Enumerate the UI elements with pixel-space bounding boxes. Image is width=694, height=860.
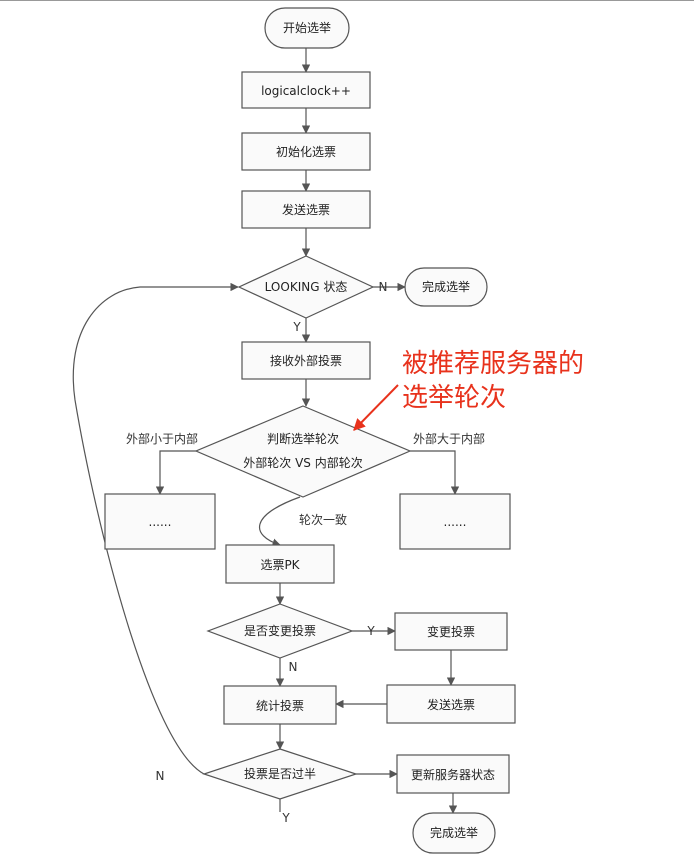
process-shape bbox=[241, 341, 371, 380]
node-receive-vote: 接收外部投票 bbox=[241, 341, 371, 380]
terminal-shape bbox=[404, 267, 488, 307]
node-send-vote-2-label: 发送选票 bbox=[427, 697, 475, 712]
process-shape bbox=[396, 754, 510, 794]
label-looking-yes: Y bbox=[292, 320, 301, 334]
process-shape bbox=[399, 493, 511, 550]
node-send-vote-label: 发送选票 bbox=[282, 202, 330, 217]
edge-judge-right bbox=[410, 450, 460, 495]
annotation: 被推荐服务器的 选举轮次 bbox=[353, 349, 584, 431]
label-external-greater: 外部大于内部 bbox=[413, 431, 485, 446]
node-right-box: ...... bbox=[399, 493, 511, 550]
node-update-state: 更新服务器状态 bbox=[396, 754, 510, 794]
node-done-top: 完成选举 bbox=[404, 267, 488, 307]
node-vote-pk-label: 选票PK bbox=[260, 558, 300, 572]
process-shape bbox=[225, 544, 335, 584]
node-change-q-label: 是否变更投票 bbox=[244, 623, 316, 638]
node-judge-line2: 外部轮次 VS 内部轮次 bbox=[243, 455, 362, 470]
node-looking-label: LOOKING 状态 bbox=[265, 280, 348, 294]
node-half-q-label: 投票是否过半 bbox=[244, 766, 316, 781]
process-shape bbox=[386, 684, 516, 724]
process-shape bbox=[241, 190, 371, 229]
decision-shape bbox=[202, 748, 358, 800]
node-count-vote-label: 统计投票 bbox=[256, 698, 304, 713]
connectors bbox=[72, 48, 460, 814]
node-right-box-label: ...... bbox=[444, 515, 467, 529]
node-left-box-label: ...... bbox=[149, 515, 172, 529]
label-round-equal: 轮次一致 bbox=[299, 513, 347, 527]
node-change-decision: 是否变更投票 bbox=[206, 603, 354, 659]
node-start: 开始选举 bbox=[264, 7, 350, 49]
process-shape bbox=[241, 71, 371, 109]
edge-half-loopback bbox=[72, 282, 239, 775]
edge-judge-left bbox=[155, 450, 196, 495]
node-done-top-label: 完成选举 bbox=[422, 279, 470, 294]
process-shape bbox=[394, 612, 508, 651]
process-shape bbox=[241, 132, 371, 171]
node-looking-decision: LOOKING 状态 bbox=[237, 255, 375, 319]
decision-shape bbox=[206, 603, 354, 659]
node-half-decision: 投票是否过半 bbox=[202, 748, 358, 800]
node-left-box: ...... bbox=[104, 493, 216, 550]
terminal-shape bbox=[412, 812, 496, 854]
node-done-bottom: 完成选举 bbox=[412, 812, 496, 854]
node-done-bottom-label: 完成选举 bbox=[430, 825, 478, 840]
annotation-line1: 被推荐服务器的 bbox=[402, 349, 584, 379]
annotation-line2: 选举轮次 bbox=[402, 383, 506, 413]
node-update-state-label: 更新服务器状态 bbox=[411, 767, 495, 782]
node-change-vote-label: 变更投票 bbox=[427, 624, 475, 639]
terminal-shape bbox=[264, 7, 350, 49]
node-init-vote-label: 初始化选票 bbox=[276, 145, 336, 159]
node-send-vote: 发送选票 bbox=[241, 190, 371, 229]
decision-shape bbox=[194, 405, 412, 498]
annotation-arrow bbox=[353, 384, 399, 431]
node-start-label: 开始选举 bbox=[283, 21, 331, 35]
node-init-vote: 初始化选票 bbox=[241, 132, 371, 171]
node-change-vote: 变更投票 bbox=[394, 612, 508, 651]
label-half-yes: Y bbox=[281, 811, 290, 825]
node-send-vote-2: 发送选票 bbox=[386, 684, 516, 724]
process-shape bbox=[223, 685, 337, 725]
edge-labels: N Y 外部小于内部 外部大于内部 轮次一致 Y N N Y bbox=[126, 280, 485, 825]
process-shape bbox=[104, 493, 216, 550]
node-judge-line1: 判断选举轮次 bbox=[267, 431, 339, 446]
node-logicalclock: logicalclock++ bbox=[241, 71, 371, 109]
node-judge-round: 判断选举轮次 外部轮次 VS 内部轮次 bbox=[194, 405, 412, 498]
node-logicalclock-label: logicalclock++ bbox=[261, 84, 351, 98]
decision-shape bbox=[237, 255, 375, 319]
node-receive-vote-label: 接收外部投票 bbox=[270, 353, 342, 368]
top-border-line bbox=[0, 0, 694, 1]
node-count-vote: 统计投票 bbox=[223, 685, 337, 725]
label-change-no: N bbox=[289, 660, 298, 674]
node-vote-pk: 选票PK bbox=[225, 544, 335, 584]
label-external-less: 外部小于内部 bbox=[126, 431, 198, 446]
label-looking-no: N bbox=[379, 280, 388, 294]
edge-judge-pk bbox=[258, 496, 301, 547]
label-change-yes: Y bbox=[366, 624, 375, 638]
label-half-no: N bbox=[156, 769, 165, 783]
